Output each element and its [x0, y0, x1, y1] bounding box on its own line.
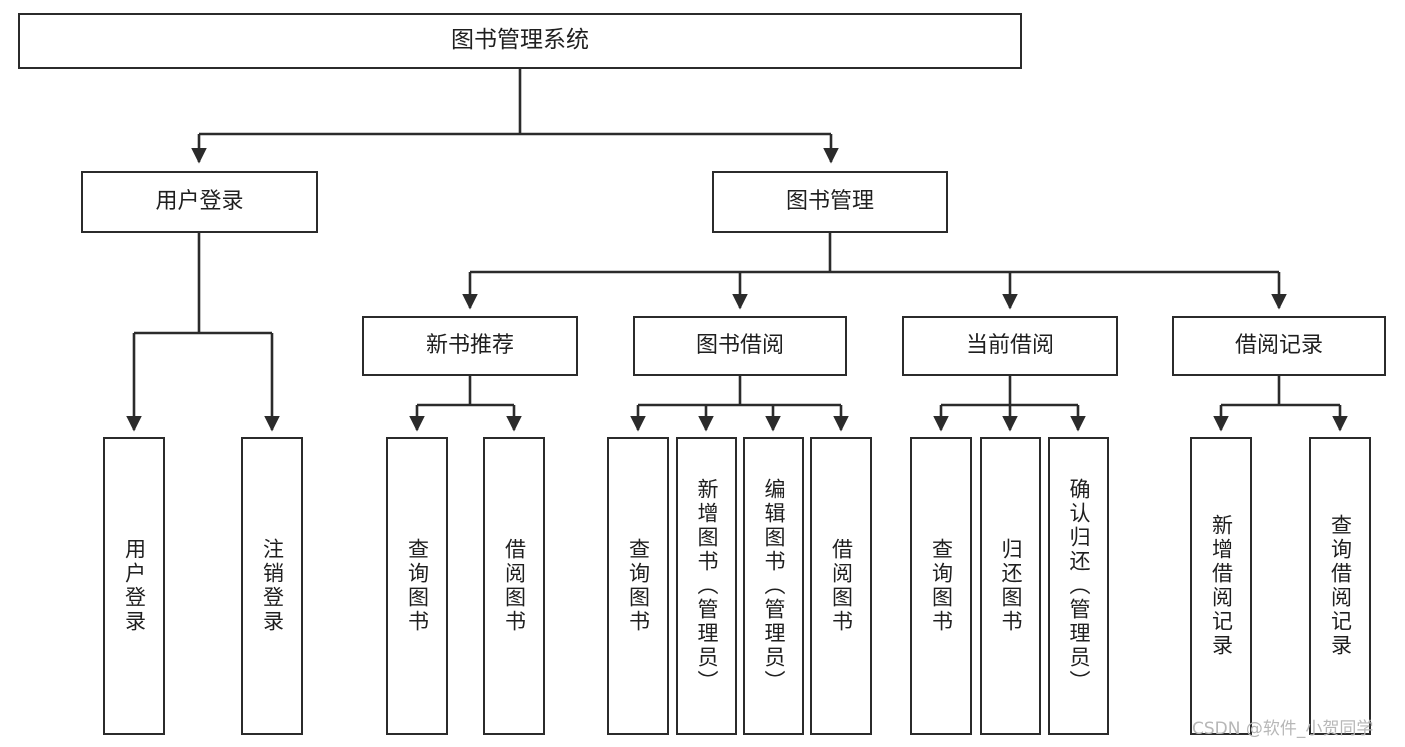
node-label: 当前借阅: [965, 333, 1054, 359]
leaf-query-borrow-record[interactable]: 查询借阅记录: [1309, 437, 1371, 735]
leaf-borrow-book-recommend[interactable]: 借阅图书: [483, 437, 545, 735]
leaf-user-login[interactable]: 用户登录: [103, 437, 165, 735]
node-label: 查询借阅记录: [1328, 514, 1353, 658]
node-label: 用户登录: [122, 538, 147, 634]
node-borrow-records[interactable]: 借阅记录: [1172, 316, 1386, 376]
node-label: 新增借阅记录: [1209, 514, 1234, 658]
leaf-confirm-return-admin[interactable]: 确认归还（管理员）: [1048, 437, 1109, 735]
node-new-book-recommend[interactable]: 新书推荐: [362, 316, 578, 376]
node-label: 查询图书: [626, 538, 651, 634]
leaf-query-book-borrow[interactable]: 查询图书: [607, 437, 669, 735]
leaf-add-borrow-record[interactable]: 新增借阅记录: [1190, 437, 1252, 735]
node-label: 用户登录: [155, 189, 244, 215]
leaf-logout[interactable]: 注销登录: [241, 437, 303, 735]
node-label: 新书推荐: [425, 333, 514, 359]
node-label: 借阅图书: [829, 538, 854, 634]
node-label: 编辑图书（管理员）: [762, 478, 786, 694]
leaf-query-book-current[interactable]: 查询图书: [910, 437, 972, 735]
leaf-edit-book-admin[interactable]: 编辑图书（管理员）: [743, 437, 804, 735]
leaf-borrow-book[interactable]: 借阅图书: [810, 437, 872, 735]
node-label: 查询图书: [929, 538, 954, 634]
leaf-query-book-recommend[interactable]: 查询图书: [386, 437, 448, 735]
node-root-system[interactable]: 图书管理系统: [18, 13, 1022, 69]
node-book-borrow[interactable]: 图书借阅: [633, 316, 847, 376]
node-label: 图书管理: [785, 189, 874, 215]
node-user-login[interactable]: 用户登录: [81, 171, 318, 233]
node-label: 图书借阅: [695, 333, 784, 359]
node-label: 查询图书: [405, 538, 430, 634]
node-label: 新增图书（管理员）: [695, 478, 719, 694]
node-label: 借阅图书: [502, 538, 527, 634]
node-label: 借阅记录: [1234, 333, 1323, 359]
node-label: 注销登录: [260, 538, 285, 634]
node-book-management[interactable]: 图书管理: [712, 171, 948, 233]
node-label: 归还图书: [999, 538, 1023, 634]
leaf-add-book-admin[interactable]: 新增图书（管理员）: [676, 437, 737, 735]
node-label: 图书管理系统: [451, 27, 589, 54]
node-label: 确认归还（管理员）: [1067, 478, 1091, 694]
node-current-borrow[interactable]: 当前借阅: [902, 316, 1118, 376]
leaf-return-book[interactable]: 归还图书: [980, 437, 1041, 735]
